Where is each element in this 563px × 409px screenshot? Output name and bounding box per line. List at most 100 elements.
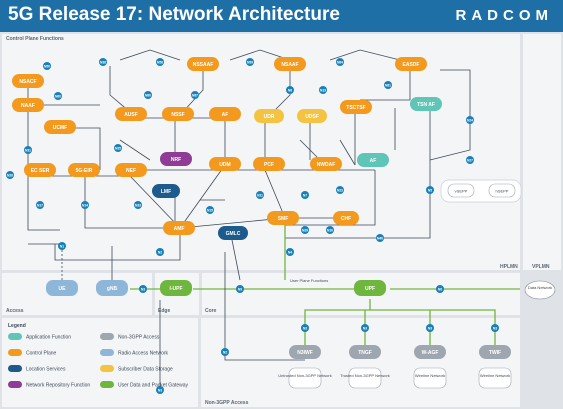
page-title: 5G Release 17: Network Architecture	[8, 4, 340, 25]
interface-dot-n2-lower	[221, 348, 229, 356]
wireline-network-box-1	[413, 367, 447, 389]
interface-dot-n3-tngf	[361, 324, 369, 332]
node-chf	[333, 211, 359, 225]
node-ue	[46, 280, 78, 296]
svg-text:UDM: UDM	[219, 162, 230, 168]
svg-text:N13: N13	[320, 88, 326, 92]
core-label: Core	[205, 308, 217, 314]
svg-text:N3: N3	[158, 388, 162, 392]
interface-points: N50 N38 N58 N59 N84 N81 N80 N87 N60 N8 N…	[6, 58, 499, 394]
svg-text:CHF: CHF	[341, 216, 351, 222]
svg-text:TSCTSF: TSCTSF	[346, 105, 365, 111]
access-panel	[2, 273, 152, 315]
node-n3iwf	[289, 345, 321, 359]
svg-text:NSAAF: NSAAF	[281, 62, 298, 68]
interface-dot-n7	[301, 191, 309, 199]
interface-dot-n2	[156, 248, 164, 256]
interface-dot-n3-wagf	[426, 324, 434, 332]
svg-text:Network Repository Function: Network Repository Function	[26, 383, 90, 389]
svg-text:UDSF: UDSF	[305, 114, 319, 120]
svg-text:Location Services: Location Services	[26, 367, 66, 373]
interface-dot-n27	[466, 156, 474, 164]
node-nsacf	[12, 74, 44, 88]
svg-text:SMF: SMF	[278, 216, 289, 222]
non3gpp-label: Non-3GPP Access	[205, 400, 249, 406]
svg-text:N24: N24	[467, 118, 473, 122]
svg-text:N3: N3	[363, 326, 367, 330]
svg-text:NSACF: NSACF	[19, 79, 36, 85]
svg-text:UPF: UPF	[365, 286, 375, 292]
interface-dot-n1	[58, 242, 66, 250]
interface-dot-n59	[246, 58, 254, 66]
interface-dot-n29	[301, 226, 309, 234]
interface-dot-n3	[139, 285, 147, 293]
node-ausf	[115, 107, 147, 121]
node-gnb	[96, 280, 128, 296]
node-w-agf	[414, 345, 446, 359]
svg-text:N9: N9	[238, 287, 242, 291]
interface-dot-n81	[384, 81, 392, 89]
interface-dot-n3-n3iwf	[301, 324, 309, 332]
svg-text:N10: N10	[327, 228, 333, 232]
svg-text:LMF: LMF	[161, 189, 171, 195]
svg-text:N8: N8	[288, 88, 292, 92]
control-plane-panel	[2, 34, 520, 270]
svg-text:N23: N23	[337, 188, 343, 192]
node-udsf	[297, 109, 327, 123]
svg-text:NSSF: NSSF	[171, 112, 184, 118]
header-bar: 5G Release 17: Network Architecture RADC…	[0, 0, 563, 32]
node-nrf	[160, 152, 192, 166]
svg-text:TNGF: TNGF	[358, 350, 372, 356]
interface-dot-n87	[191, 91, 199, 99]
svg-text:AMF: AMF	[174, 226, 185, 232]
node-i-upf	[160, 280, 192, 296]
legend-swatch-userplane	[100, 381, 114, 388]
node-ec-ser	[24, 163, 56, 177]
interface-dot-n4	[286, 248, 294, 256]
svg-text:AF: AF	[370, 158, 377, 164]
non3gpp-panel	[201, 318, 520, 407]
svg-text:N80: N80	[145, 93, 151, 97]
interface-dot-n14	[81, 201, 89, 209]
legend-swatch-nrf	[8, 381, 22, 388]
node-nwdaf	[310, 157, 342, 171]
node-upf	[354, 280, 386, 296]
node-gmlc	[218, 226, 248, 240]
interface-dot-n24	[466, 116, 474, 124]
svg-text:N50: N50	[44, 64, 50, 68]
svg-text:N14: N14	[82, 203, 88, 207]
interface-dot-n10	[326, 226, 334, 234]
node-pcf	[253, 157, 285, 171]
node-tngf	[349, 345, 381, 359]
svg-text:N3: N3	[428, 326, 432, 330]
wireline-network-box-2	[478, 367, 512, 389]
interface-dot-n50	[43, 62, 51, 70]
hplmn-label: HPLMN	[500, 264, 518, 270]
untrusted-network-box	[288, 367, 322, 389]
svg-text:NSSAAF: NSSAAF	[193, 62, 214, 68]
svg-text:N60: N60	[55, 94, 61, 98]
svg-text:Trusted Non-3GPP Network: Trusted Non-3GPP Network	[340, 373, 390, 378]
node-udr	[254, 109, 284, 123]
edge-label: Edge	[158, 308, 171, 314]
node-twif	[479, 345, 511, 359]
svg-text:N31: N31	[25, 148, 31, 152]
node-nef	[115, 163, 147, 177]
user-plane-label: User Plane Functions	[290, 278, 328, 283]
svg-text:N58: N58	[157, 60, 163, 64]
svg-text:N1: N1	[60, 244, 64, 248]
interface-dot-n6	[436, 285, 444, 293]
svg-text:Subscriber Data Storage: Subscriber Data Storage	[118, 367, 173, 373]
vplmn-panel	[523, 34, 561, 270]
lower-links	[159, 229, 305, 390]
svg-text:Non-3GPP Access: Non-3GPP Access	[118, 335, 160, 341]
svg-text:N40: N40	[377, 236, 383, 240]
interface-dot-n31	[24, 146, 32, 154]
interface-dot-n58	[156, 58, 164, 66]
svg-text:N59: N59	[247, 60, 253, 64]
legend-swatch-location	[8, 365, 22, 372]
interface-dot-n23	[336, 186, 344, 194]
node-nssf	[162, 107, 194, 121]
access-label: Access	[6, 308, 24, 314]
trusted-network-box	[348, 367, 382, 389]
